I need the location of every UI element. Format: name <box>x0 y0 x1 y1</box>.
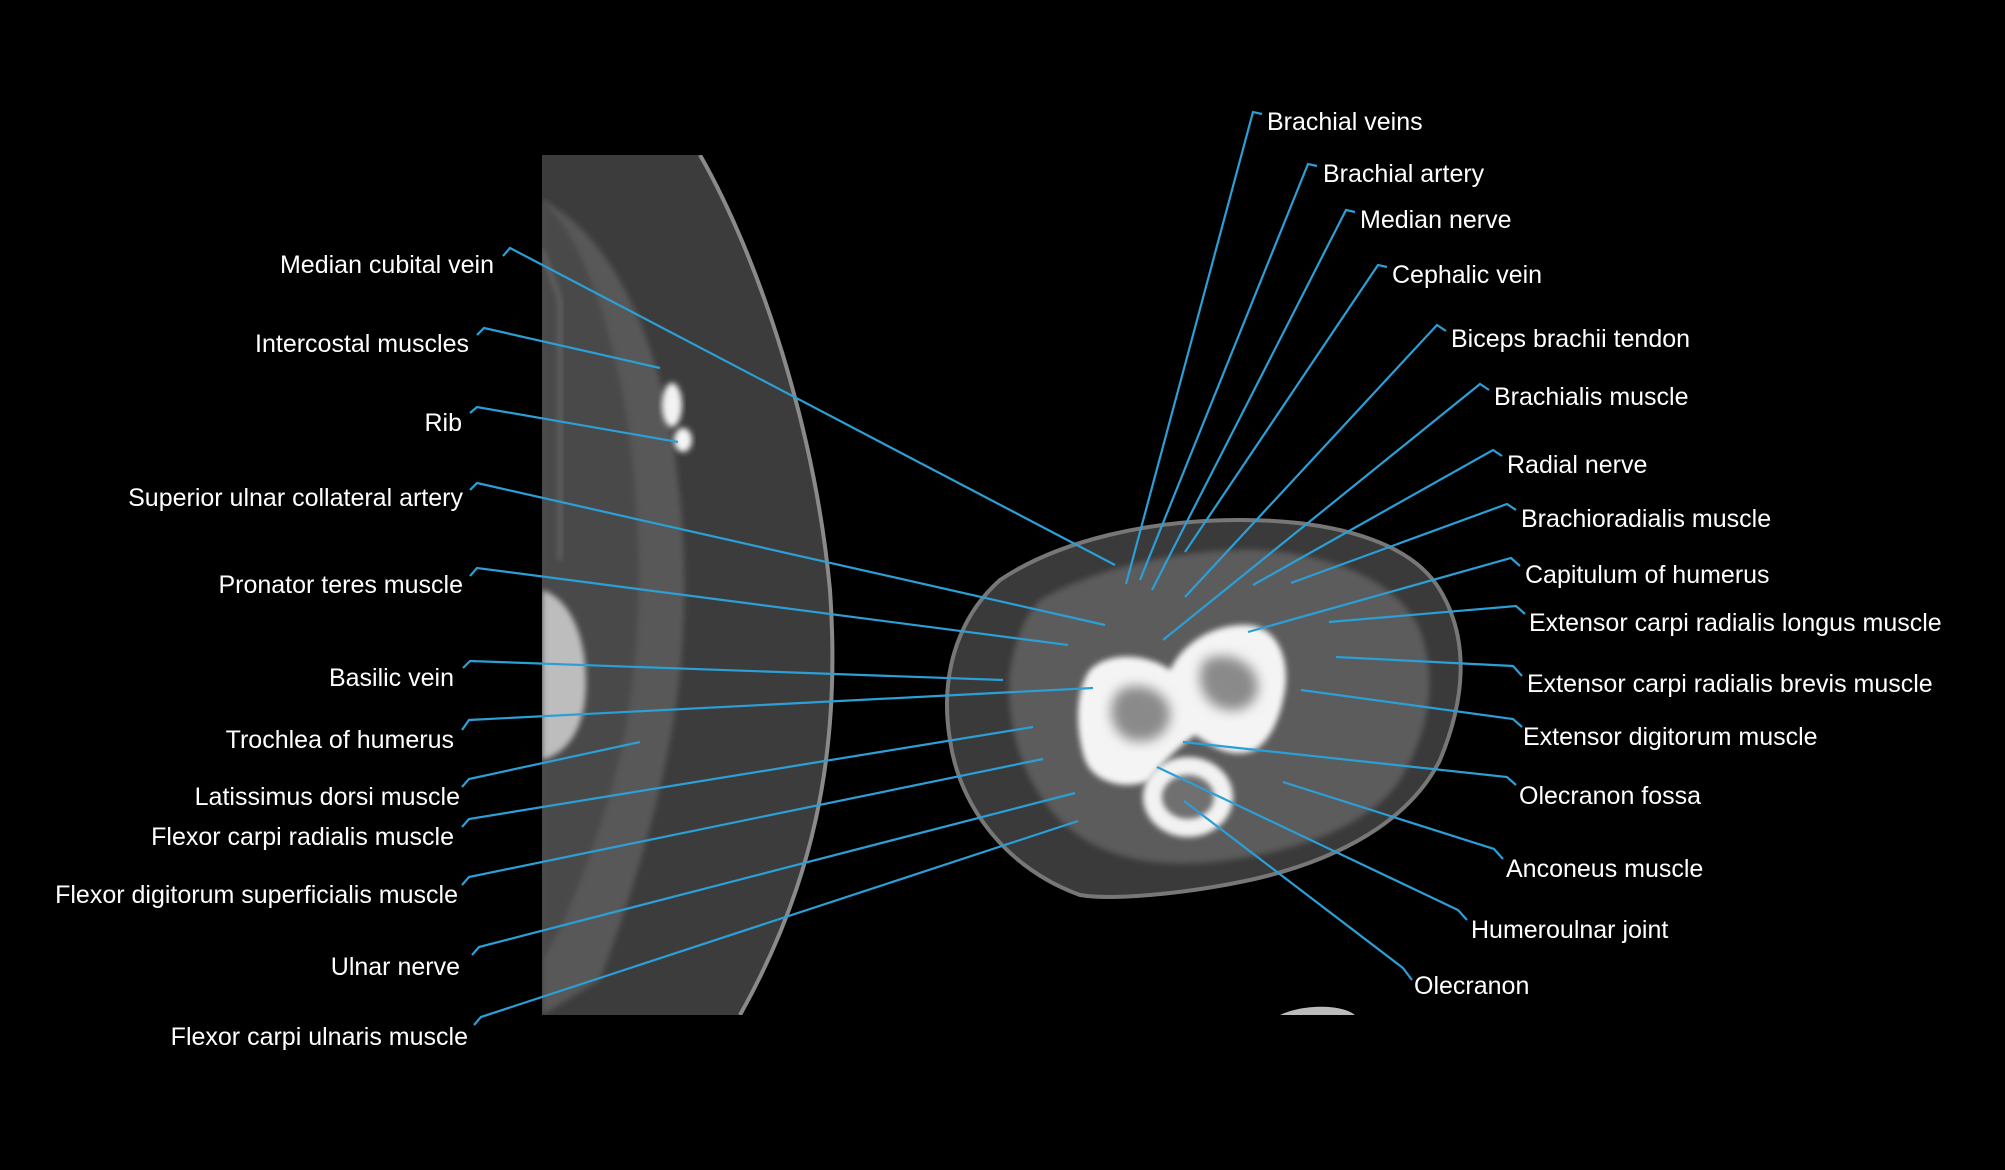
label-capitulum-of-humerus: Capitulum of humerus <box>1525 561 1770 589</box>
leader-radial-nerve <box>1252 448 1503 586</box>
leader-brachial-artery <box>1138 162 1318 581</box>
label-extensor-carpi-radialis-longus-muscle: Extensor carpi radialis longus muscle <box>1529 609 1942 637</box>
leader-cephalic-vein <box>1184 263 1388 553</box>
leader-pronator-teres-muscle <box>469 566 1069 647</box>
label-basilic-vein: Basilic vein <box>329 664 454 692</box>
label-latissimus-dorsi-muscle: Latissimus dorsi muscle <box>195 783 460 811</box>
label-extensor-digitorum-muscle: Extensor digitorum muscle <box>1523 723 1818 751</box>
label-rib: Rib <box>424 409 462 437</box>
label-anconeus-muscle: Anconeus muscle <box>1506 855 1703 883</box>
leader-extensor-carpi-radialis-longus-muscle <box>1328 604 1526 624</box>
leader-median-nerve <box>1151 208 1356 591</box>
leader-superior-ulnar-collateral-artery <box>469 481 1106 627</box>
leader-basilic-vein <box>462 659 1004 682</box>
label-median-cubital-vein: Median cubital vein <box>280 251 494 279</box>
label-pronator-teres-muscle: Pronator teres muscle <box>218 571 463 599</box>
leader-brachialis-muscle <box>1162 382 1490 641</box>
right-ct-image <box>945 517 1463 1015</box>
leader-trochlea-of-humerus <box>461 686 1094 731</box>
left-ct-image <box>542 155 842 1015</box>
label-ulnar-nerve: Ulnar nerve <box>331 953 460 981</box>
leader-flexor-carpi-radialis-muscle <box>461 725 1034 828</box>
leader-intercostal-muscles <box>476 326 661 370</box>
leader-extensor-digitorum-muscle <box>1300 688 1523 728</box>
label-extensor-carpi-radialis-brevis-muscle: Extensor carpi radialis brevis muscle <box>1527 670 1933 698</box>
leader-humeroulnar-joint <box>1156 766 1468 921</box>
label-radial-nerve: Radial nerve <box>1507 451 1647 479</box>
label-biceps-brachii-tendon: Biceps brachii tendon <box>1451 325 1690 353</box>
leader-capitulum-of-humerus <box>1247 556 1521 634</box>
label-humeroulnar-joint: Humeroulnar joint <box>1471 916 1668 944</box>
label-flexor-digitorum-superficialis-muscle: Flexor digitorum superficialis muscle <box>55 881 458 909</box>
leader-lines <box>461 110 1526 1026</box>
leader-flexor-digitorum-superficialis-muscle <box>461 757 1044 886</box>
leader-anconeus-muscle <box>1282 780 1504 860</box>
leader-brachioradialis-muscle <box>1290 502 1517 585</box>
label-superior-ulnar-collateral-artery: Superior ulnar collateral artery <box>128 484 463 512</box>
label-brachial-veins: Brachial veins <box>1267 108 1423 136</box>
label-brachial-artery: Brachial artery <box>1323 160 1485 188</box>
labels-right: Brachial veins Brachial artery Median ne… <box>1267 108 1942 1000</box>
label-brachioradialis-muscle: Brachioradialis muscle <box>1521 505 1771 533</box>
leader-brachial-veins <box>1124 110 1263 585</box>
leader-median-cubital-vein <box>502 246 1116 566</box>
label-olecranon: Olecranon <box>1414 972 1529 1000</box>
leader-biceps-brachii-tendon <box>1184 323 1447 598</box>
label-brachialis-muscle: Brachialis muscle <box>1494 383 1689 411</box>
labels-left: Median cubital vein Intercostal muscles … <box>55 251 494 1051</box>
label-flexor-carpi-ulnaris-muscle: Flexor carpi ulnaris muscle <box>171 1023 468 1051</box>
label-trochlea-of-humerus: Trochlea of humerus <box>226 726 454 754</box>
leader-flexor-carpi-ulnaris-muscle <box>473 819 1079 1026</box>
label-cephalic-vein: Cephalic vein <box>1392 261 1542 289</box>
label-flexor-carpi-radialis-muscle: Flexor carpi radialis muscle <box>151 823 454 851</box>
label-olecranon-fossa: Olecranon fossa <box>1519 782 1701 810</box>
leader-ulnar-nerve <box>471 791 1076 956</box>
leader-rib <box>469 405 679 444</box>
label-intercostal-muscles: Intercostal muscles <box>255 330 469 358</box>
leader-latissimus-dorsi-muscle <box>461 740 641 788</box>
leader-olecranon-fossa <box>1182 740 1517 786</box>
leader-olecranon <box>1183 800 1413 981</box>
label-median-nerve: Median nerve <box>1360 206 1511 234</box>
leader-extensor-carpi-radialis-brevis-muscle <box>1335 655 1523 677</box>
